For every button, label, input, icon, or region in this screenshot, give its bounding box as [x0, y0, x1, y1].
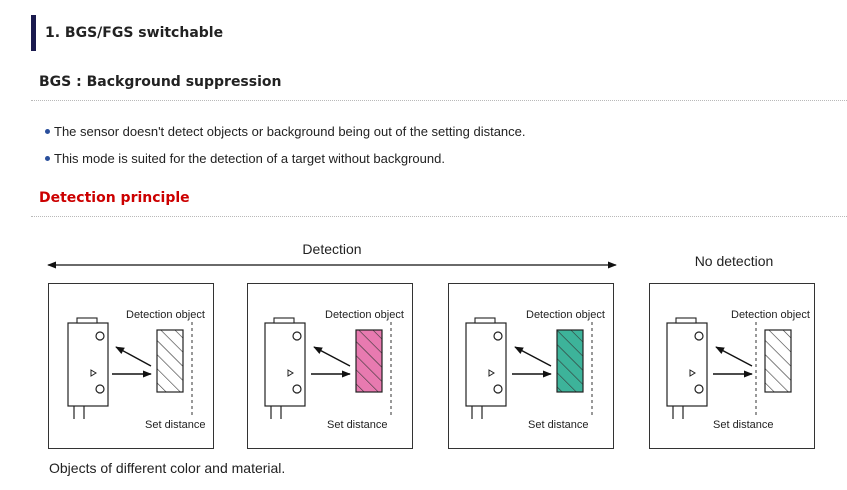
- section-title: 1. BGS/FGS switchable: [45, 25, 224, 41]
- detection-object-label: Detection object: [526, 309, 605, 321]
- detection-label: Detection: [302, 241, 361, 257]
- bullet-item: This mode is suited for the detection of…: [44, 145, 526, 172]
- detection-principle-diagram: Detection No detection Detection object …: [47, 241, 815, 476]
- diagram-panel: Detection object Set distance: [48, 283, 214, 449]
- principle-title: Detection principle: [39, 190, 190, 206]
- reflection-arrow: [313, 346, 351, 367]
- diagram-panel: Detection object Set distance: [448, 283, 614, 449]
- diagram-panel: Detection object Set distance: [649, 283, 815, 449]
- detection-object-label: Detection object: [325, 309, 404, 321]
- set-distance-label: Set distance: [528, 419, 589, 431]
- divider: [31, 100, 847, 101]
- sensor-icon: [264, 317, 306, 419]
- bullet-item: The sensor doesn't detect objects or bac…: [44, 118, 526, 145]
- section-accent-bar: [31, 15, 36, 51]
- subsection-title: BGS : Background suppression: [39, 74, 282, 90]
- reflection-arrow: [715, 346, 753, 367]
- reflection-arrow: [514, 346, 552, 367]
- bullet-list: The sensor doesn't detect objects or bac…: [44, 118, 526, 172]
- sensor-icon: [465, 317, 507, 419]
- divider: [31, 216, 847, 217]
- set-distance-label: Set distance: [713, 419, 774, 431]
- reflection-arrow: [115, 346, 152, 367]
- detection-object-label: Detection object: [126, 309, 205, 321]
- no-detection-label: No detection: [695, 253, 774, 269]
- diagram-caption: Objects of different color and material.: [49, 460, 285, 476]
- set-distance-label: Set distance: [327, 419, 388, 431]
- sensor-icon: [67, 317, 109, 419]
- set-distance-label: Set distance: [145, 419, 206, 431]
- diagram-panel: Detection object Set distance: [247, 283, 413, 449]
- detection-object-label: Detection object: [731, 309, 810, 321]
- sensor-icon: [666, 317, 708, 419]
